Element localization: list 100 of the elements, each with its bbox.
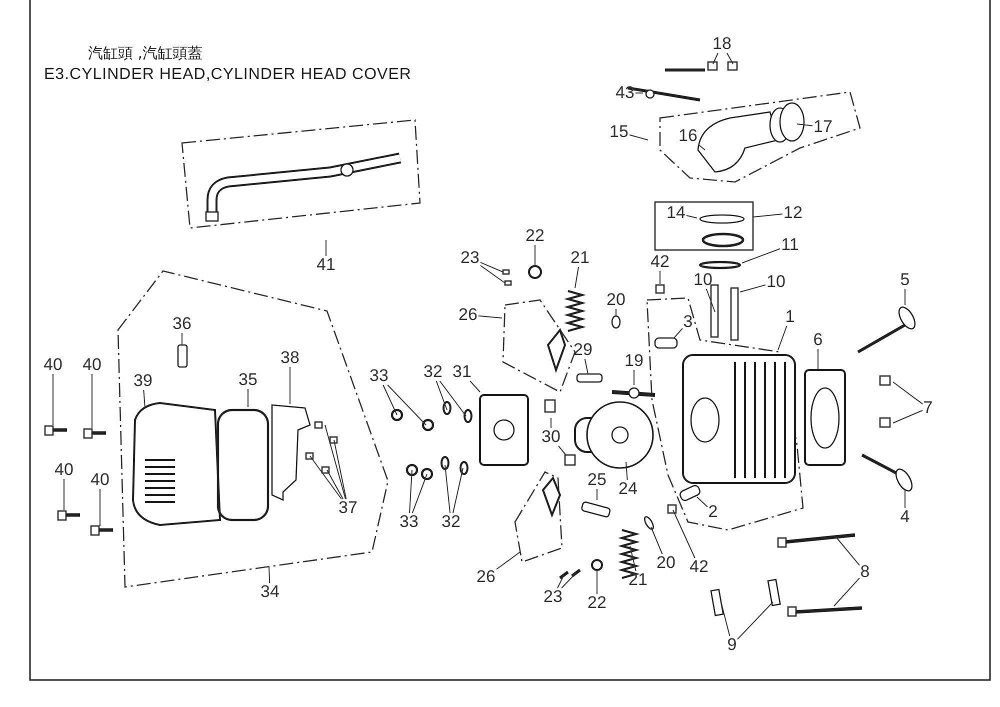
leader-line: [574, 266, 579, 288]
callout-number: 19: [624, 352, 644, 370]
leader-line: [334, 440, 347, 500]
callout-number: 23: [542, 588, 564, 606]
callout-number: 40: [90, 471, 110, 489]
leader-line: [650, 526, 663, 554]
leader-line: [740, 284, 766, 292]
callout-number: 3: [682, 313, 694, 331]
leader-line: [686, 215, 698, 218]
leader-line: [635, 92, 644, 94]
leader-line: [904, 288, 906, 306]
callout-number: 8: [859, 563, 871, 581]
leader-line: [596, 488, 598, 500]
chinese-title: 汽缸頭 ,汽缸頭蓋: [88, 44, 203, 63]
leader-line: [672, 510, 696, 558]
callout-number: 40: [42, 356, 64, 374]
callout-number: 4: [899, 508, 911, 526]
leader-line: [696, 496, 708, 508]
callout-number: 33: [398, 513, 420, 531]
leader-line: [439, 380, 466, 416]
leader-line: [834, 578, 860, 606]
callout-number: 17: [812, 118, 834, 136]
leader-line: [561, 572, 576, 588]
leader-line: [452, 468, 464, 514]
leader-line: [470, 380, 480, 392]
leader-line: [720, 602, 730, 636]
leader-line: [778, 326, 788, 350]
callout-number: 15: [608, 123, 630, 141]
leader-line: [737, 602, 774, 640]
callout-number: 32: [440, 513, 462, 531]
leader-line: [557, 574, 564, 588]
callout-number: 11: [780, 236, 800, 254]
callout-number: 42: [650, 253, 670, 271]
leader-line: [412, 474, 428, 514]
callout-number: 14: [666, 204, 686, 222]
callout-number: 10: [766, 273, 786, 291]
leader-line: [584, 358, 588, 374]
leader-line: [550, 418, 552, 428]
callout-number: 7: [922, 399, 934, 417]
leader-line: [143, 390, 146, 408]
leader-line: [698, 144, 706, 150]
callout-number: 34: [260, 583, 280, 601]
callout-number: 2: [707, 503, 719, 521]
leader-line: [626, 462, 628, 480]
leader-line: [836, 536, 860, 566]
leader-line: [742, 248, 780, 264]
leader-line: [409, 470, 412, 514]
leader-line: [712, 52, 718, 64]
leader-line: [796, 124, 813, 126]
callout-number: 21: [628, 571, 648, 589]
leader-line: [596, 570, 598, 594]
callout-number: 22: [524, 227, 546, 245]
leader-line: [752, 214, 783, 218]
leader-line: [326, 470, 344, 500]
callout-number: 5: [899, 271, 911, 289]
callout-number: 40: [54, 461, 74, 479]
callout-number: 26: [458, 306, 478, 324]
callout-number: 23: [460, 249, 480, 267]
leader-line: [444, 464, 451, 514]
leader-line: [52, 374, 54, 426]
callout-number: 16: [678, 127, 698, 145]
callout-number: 9: [726, 636, 738, 654]
callout-number: 42: [688, 558, 710, 576]
callout-number: 35: [238, 371, 258, 389]
callout-number: 21: [570, 249, 590, 267]
leader-line: [310, 456, 342, 500]
diagram-title: E3.CYLINDER HEAD,CYLINDER HEAD COVER: [44, 66, 412, 84]
leader-line: [480, 262, 504, 272]
leader-line: [268, 566, 270, 584]
leader-line: [534, 244, 536, 266]
leader-line: [478, 315, 502, 318]
leader-line: [904, 490, 906, 508]
callout-number: 1: [784, 308, 796, 326]
callout-number: 37: [338, 499, 358, 517]
leader-line: [436, 380, 448, 410]
leader-line: [726, 52, 734, 64]
callout-number: 24: [618, 480, 638, 498]
leader-line: [630, 546, 636, 572]
leader-line: [674, 328, 683, 338]
callout-number: 33: [368, 367, 390, 385]
leader-line: [629, 134, 648, 140]
callout-number: 43: [614, 84, 636, 102]
leader-line: [892, 382, 923, 404]
leader-line: [496, 552, 520, 570]
callout-number: 25: [586, 471, 608, 489]
callout-number: 22: [586, 594, 608, 612]
callout-number: 32: [422, 363, 444, 381]
callout-number: 6: [812, 331, 824, 349]
callout-number: 40: [82, 356, 102, 374]
callout-number: 36: [172, 315, 192, 333]
callout-number: 20: [656, 554, 676, 572]
callout-number: 39: [132, 372, 154, 390]
leader-line: [892, 410, 923, 424]
callout-number: 12: [782, 204, 804, 222]
callout-number: 20: [606, 291, 626, 309]
callout-number: 26: [476, 568, 496, 586]
callout-number: 31: [452, 363, 472, 381]
leader-line: [382, 384, 398, 416]
callout-number: 18: [712, 35, 732, 53]
callout-number: 29: [572, 341, 594, 359]
